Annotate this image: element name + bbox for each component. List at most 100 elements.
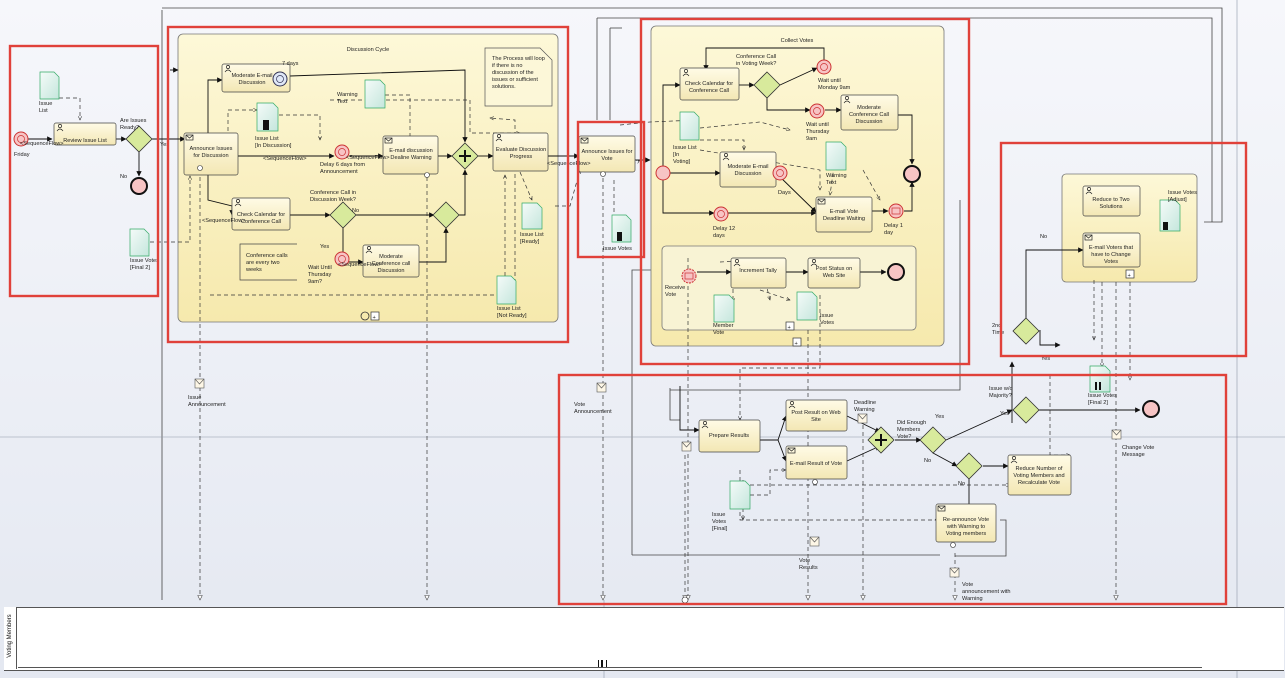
svg-text:Monday 9am: Monday 9am	[818, 85, 851, 91]
svg-text:announcement with: announcement with	[962, 589, 1011, 595]
person-icon	[733, 259, 741, 267]
person-icon	[56, 124, 64, 132]
lane-resize-handle-icon[interactable]	[598, 660, 607, 667]
svg-text:Check Calendar for: Check Calendar for	[685, 81, 733, 87]
start-event-collect	[655, 165, 671, 181]
gateway-did-enough-vote	[919, 426, 947, 454]
data-objects[interactable]	[39, 71, 1181, 510]
svg-text:Issue: Issue	[820, 313, 833, 319]
svg-text:Voting Members and: Voting Members and	[1013, 473, 1064, 479]
data-issue-votes-proposed	[611, 214, 632, 243]
svg-text:Member: Member	[713, 323, 734, 329]
messages[interactable]	[194, 378, 1122, 578]
annotation-process-loop: The Process will loop if there is no dis…	[484, 47, 553, 107]
task-reduce-voting-members	[1007, 454, 1072, 496]
timer-wait-thursday	[334, 251, 350, 267]
svg-text:Yes: Yes	[160, 142, 169, 148]
start-timer-event	[13, 131, 29, 147]
gateways[interactable]	[125, 71, 1040, 480]
note-line: The Process will loop	[492, 56, 545, 62]
svg-text:List: List	[39, 108, 48, 114]
message-receive-vote	[681, 268, 697, 284]
data-issue-votes-final2	[129, 228, 150, 257]
svg-text:Message: Message	[1122, 452, 1145, 458]
svg-text:with Warning to: with Warning to	[946, 524, 985, 530]
svg-text:E-mail Voters that: E-mail Voters that	[1089, 245, 1134, 251]
envelope-icon	[937, 505, 946, 512]
svg-text:Solutions: Solutions	[1099, 204, 1122, 210]
boundary-dot	[424, 172, 430, 178]
svg-text:Delay 1: Delay 1	[884, 223, 903, 229]
subprocess-title: Discussion Cycle	[347, 47, 390, 53]
svg-text:Yes: Yes	[1041, 356, 1050, 362]
person-icon	[495, 134, 503, 142]
note-line: if there is no	[492, 63, 522, 69]
svg-text:Progress: Progress	[510, 154, 533, 160]
person-icon	[224, 65, 232, 73]
envelope-icon	[1084, 234, 1093, 241]
data-issue-list-in-voting	[679, 111, 700, 141]
task-moderate-conf-call-2	[840, 94, 899, 131]
timer-wait-thursday-2	[809, 103, 825, 119]
svg-text:Friday: Friday	[14, 152, 30, 158]
envelope-icon	[580, 137, 589, 144]
svg-text:Issue Votes: Issue Votes	[1088, 393, 1117, 399]
svg-text:Conference Call: Conference Call	[689, 88, 729, 94]
message-vote-results-icon	[809, 536, 820, 547]
note-line: solutions.	[492, 84, 516, 90]
task-email-vote-deadline	[815, 196, 873, 233]
annotation-conference-calls: Conference calls are every two weeks	[239, 243, 297, 281]
svg-text:Vote: Vote	[665, 292, 676, 298]
svg-text:[In: [In	[673, 152, 679, 158]
timer-boundary-7days	[272, 71, 288, 87]
svg-text:Check Calendar for: Check Calendar for	[237, 212, 285, 218]
svg-text:Discussion: Discussion	[377, 268, 404, 274]
svg-text:Issue Votes: Issue Votes	[1168, 190, 1197, 196]
svg-text:2nd: 2nd	[992, 323, 1001, 329]
swimlane-voting-members[interactable]	[4, 607, 1284, 671]
svg-text:7 days: 7 days	[282, 61, 299, 67]
svg-text:Re-announce Vote: Re-announce Vote	[943, 517, 989, 523]
collapse-icon[interactable]	[792, 337, 802, 347]
person-icon	[1010, 456, 1018, 464]
svg-text:Warning: Warning	[826, 173, 847, 179]
subprocess-receive-votes[interactable]	[661, 245, 917, 331]
svg-text:Issue List: Issue List	[673, 145, 697, 151]
events[interactable]	[13, 59, 1160, 604]
subprocess-title: Collect Votes	[781, 38, 814, 44]
task-email-voters-change	[1082, 232, 1141, 268]
svg-text:Vote?: Vote?	[897, 434, 911, 440]
svg-text:Discussion Week?: Discussion Week?	[310, 197, 356, 203]
timer-wait-monday	[816, 59, 832, 75]
task-post-result-web	[785, 399, 848, 432]
svg-text:Conference Call in: Conference Call in	[310, 190, 356, 196]
message-deadline-warning-icon	[857, 413, 868, 424]
tasks[interactable]	[53, 63, 1141, 543]
svg-text:[Ready]: [Ready]	[520, 239, 540, 245]
svg-text:Votes: Votes	[712, 519, 726, 525]
svg-text:Yes: Yes	[935, 414, 944, 420]
note-line: issues or sufficient	[492, 77, 538, 83]
svg-text:E-mail Vote: E-mail Vote	[830, 209, 859, 215]
svg-text:Moderate E-mail: Moderate E-mail	[231, 73, 272, 79]
highlight-box-start	[8, 44, 160, 298]
svg-text:Issue List: Issue List	[520, 232, 544, 238]
svg-text:Votes: Votes	[1104, 259, 1118, 265]
boundary-dot	[950, 542, 956, 548]
svg-text:Reduce to Two: Reduce to Two	[1092, 197, 1129, 203]
collapse-icon[interactable]	[1125, 269, 1135, 279]
gateway-issue-wo-majority	[1012, 396, 1040, 424]
end-event-collect	[903, 165, 921, 183]
svg-text:Issue List: Issue List	[255, 136, 279, 142]
collapse-icon[interactable]	[785, 321, 795, 331]
svg-text:No: No	[1040, 234, 1047, 240]
person-icon	[810, 259, 818, 267]
svg-text:Vote: Vote	[713, 330, 724, 336]
svg-text:Issue: Issue	[712, 512, 725, 518]
highlight-box-discussion	[166, 25, 570, 344]
collapse-icon[interactable]	[370, 311, 380, 321]
svg-text:Issue List: Issue List	[497, 306, 521, 312]
svg-text:[Adjust]: [Adjust]	[1168, 197, 1187, 203]
svg-text:Issue Votes: Issue Votes	[130, 258, 159, 264]
svg-text:Votes: Votes	[820, 320, 834, 326]
